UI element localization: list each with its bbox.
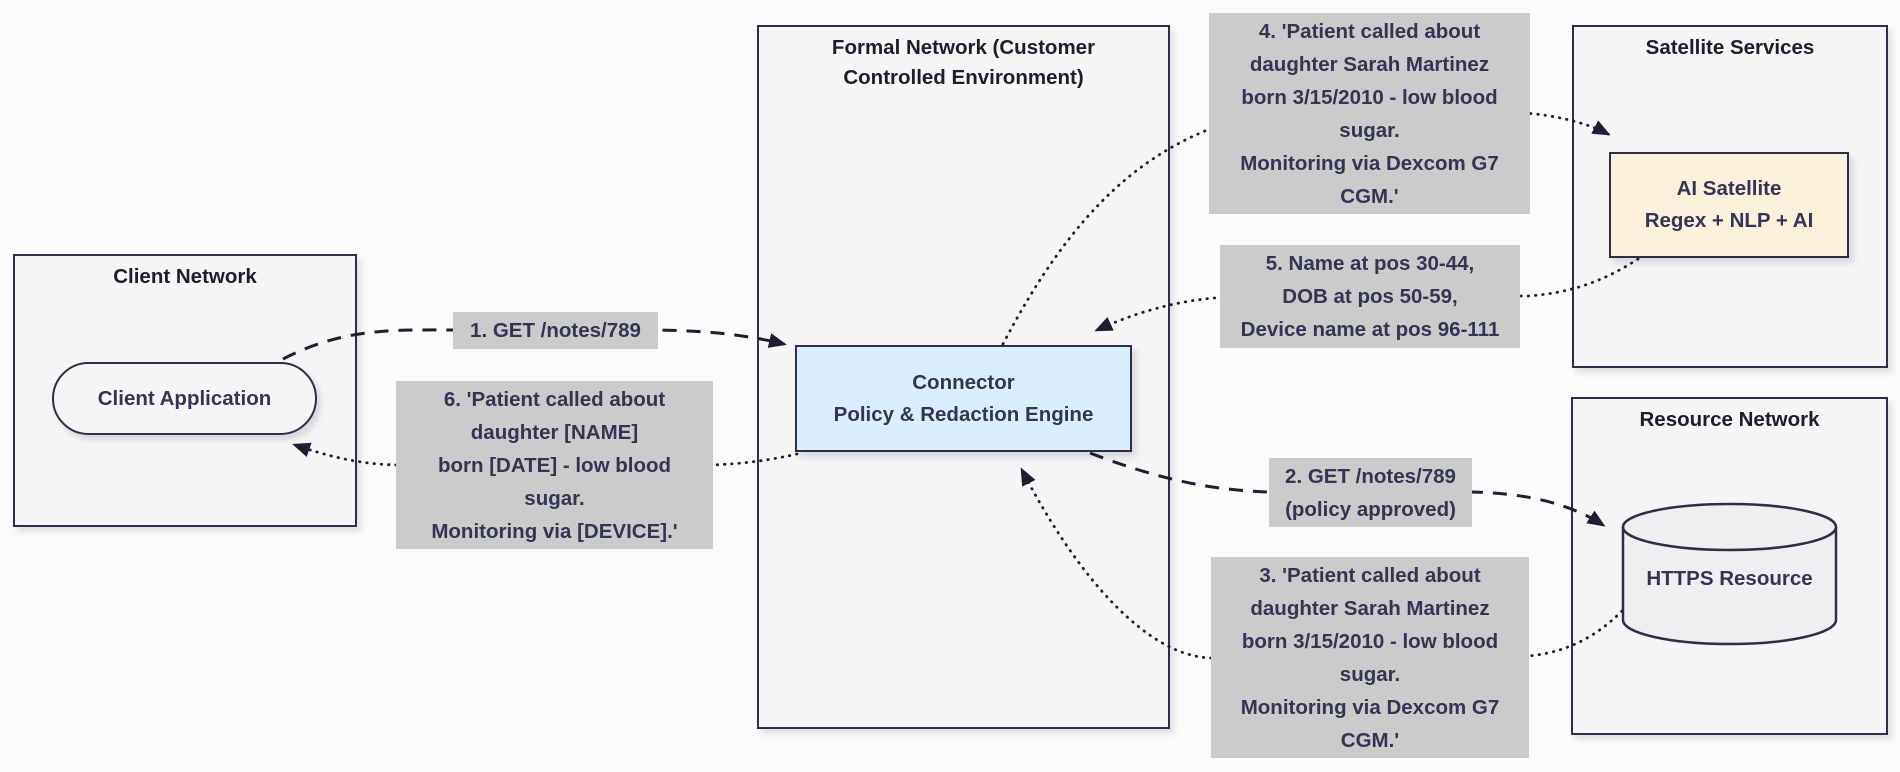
database-cylinder-icon <box>1621 502 1838 646</box>
connector-node: Connector Policy & Redaction Engine <box>795 345 1132 452</box>
connector-label: Connector Policy & Redaction Engine <box>833 370 1094 426</box>
resource-network-title: Resource Network <box>1639 408 1820 431</box>
https-resource-label: HTTPS Resource <box>1646 567 1813 590</box>
formal-network-title: Formal Network (Customer Controlled Envi… <box>831 36 1096 89</box>
client-network-title: Client Network <box>113 265 257 288</box>
https-resource-node: HTTPS Resource <box>1620 501 1839 649</box>
client-application-label: Client Application <box>97 386 272 410</box>
ai-satellite-node: AI Satellite Regex + NLP + AI <box>1609 152 1849 258</box>
edge-2-label: 2. GET /notes/789 (policy approved) <box>1269 458 1472 527</box>
edge-6-label: 6. 'Patient called about daughter [NAME]… <box>396 381 713 549</box>
satellite-services-title: Satellite Services <box>1645 36 1815 59</box>
client-application-node: Client Application <box>52 362 317 435</box>
ai-satellite-label: AI Satellite Regex + NLP + AI <box>1644 177 1814 232</box>
edge-3-label: 3. 'Patient called about daughter Sarah … <box>1211 557 1529 758</box>
edge-4-label: 4. 'Patient called about daughter Sarah … <box>1209 13 1530 214</box>
edge-1-label: 1. GET /notes/789 <box>453 312 658 349</box>
edge-5-label: 5. Name at pos 30-44, DOB at pos 50-59, … <box>1220 245 1520 348</box>
